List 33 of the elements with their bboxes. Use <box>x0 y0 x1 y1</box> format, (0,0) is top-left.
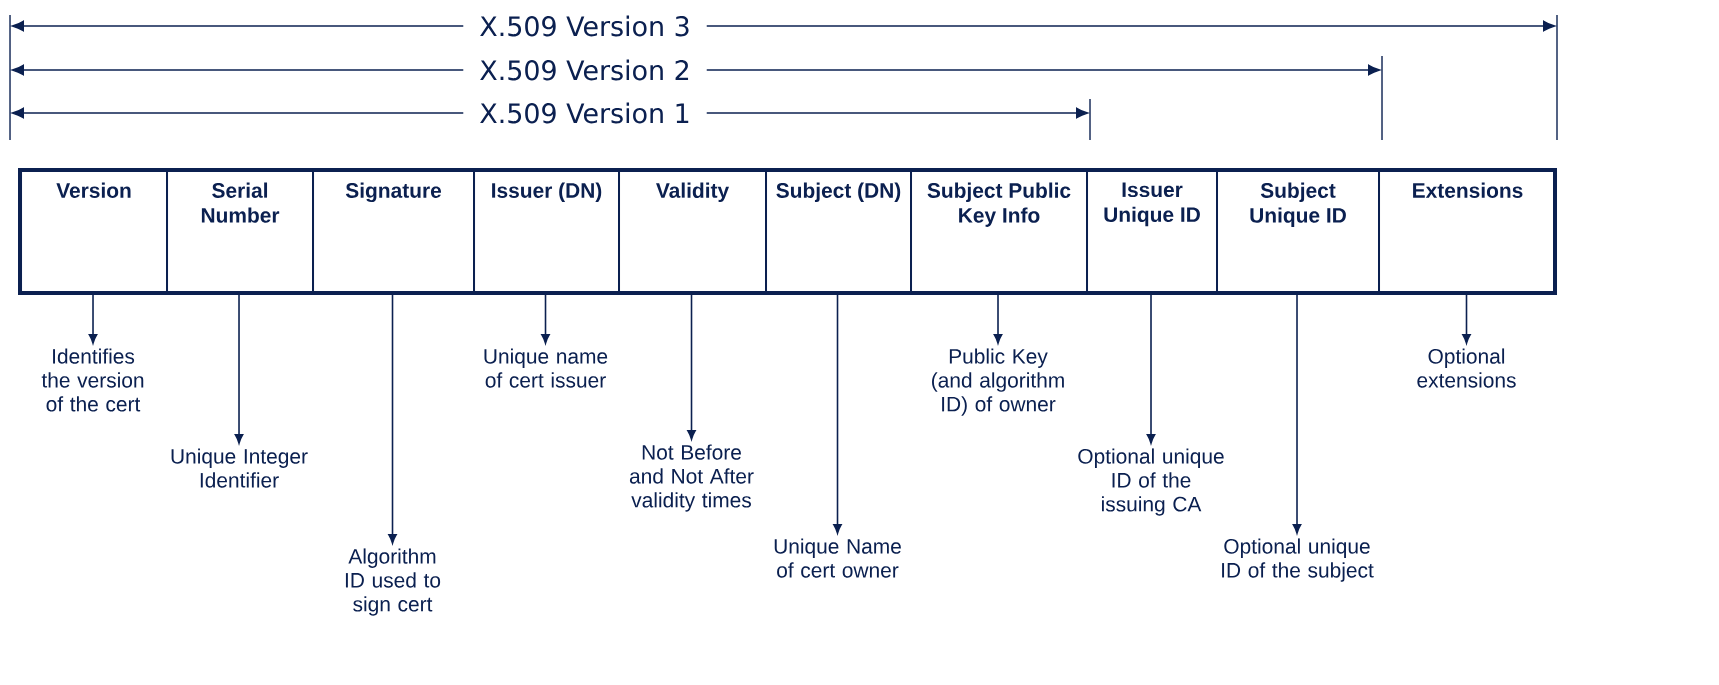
field-cell: Serial Number <box>166 170 314 295</box>
arrow <box>541 294 550 344</box>
arrow <box>388 294 397 544</box>
field-cell: Subject Public Key Info <box>910 170 1088 295</box>
field-cell: Issuer Unique ID <box>1086 170 1218 295</box>
field-cell: Extensions <box>1378 170 1557 295</box>
arrow <box>1146 294 1156 444</box>
node-label: Version <box>56 182 131 198</box>
version-label: X.509 Version 3 <box>463 13 707 39</box>
field-cell: Issuer (DN) <box>473 170 620 295</box>
arrow <box>88 294 98 344</box>
arrow <box>833 294 842 534</box>
arrow <box>687 294 696 440</box>
field-description: Unique name of cert issuer <box>484 348 608 388</box>
version-label: X.509 Version 1 <box>463 100 707 126</box>
field-description: Unique Name of cert owner <box>774 538 901 578</box>
field-cell: Subject Unique ID <box>1216 170 1380 295</box>
arrow <box>993 294 1003 344</box>
field-cell: Subject (DN) <box>765 170 912 295</box>
arrow <box>234 294 244 444</box>
field-description: Unique Integer Identifier <box>171 448 308 488</box>
field-cell: Signature <box>312 170 475 295</box>
field-description: Optional unique ID of the issuing CA <box>1078 448 1224 516</box>
field-cell: Validity <box>618 170 767 295</box>
field-description: Public Key (and algorithm ID) of owner <box>932 348 1064 416</box>
field-description: Algorithm ID used to sign cert <box>345 548 441 616</box>
arrow <box>1462 294 1471 344</box>
field-description: Not Before and Not After validity times <box>629 444 754 512</box>
field-description: Optional extensions <box>1417 348 1516 388</box>
arrow <box>1292 294 1302 534</box>
field-description: Identifies the version of the cert <box>41 348 144 412</box>
version-label: X.509 Version 2 <box>463 57 707 83</box>
field-description: Optional unique ID of the subject <box>1222 538 1374 582</box>
